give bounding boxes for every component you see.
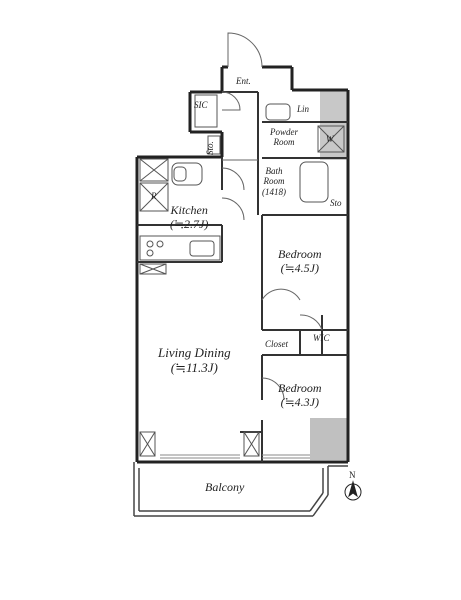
kitchen-cabinet bbox=[139, 263, 167, 275]
bath-room-size: (1418) bbox=[262, 186, 286, 197]
bath-room-name-2: Room bbox=[263, 176, 285, 187]
sic-storage bbox=[194, 94, 218, 128]
left-storage bbox=[207, 135, 221, 155]
bedroom1-label: Bedroom (≒4.5J) bbox=[278, 247, 322, 276]
stove-burner-2 bbox=[156, 240, 164, 248]
bedroom1-area: (≒4.5J) bbox=[280, 260, 319, 275]
closet-label: Closet bbox=[265, 339, 289, 349]
bedroom2-label: Bedroom (≒4.3J) bbox=[278, 381, 322, 410]
bedroom2-door bbox=[261, 377, 285, 401]
corner-shaft bbox=[310, 418, 348, 460]
kitchen-counter bbox=[139, 235, 221, 261]
living-dining-area: (≒11.3J) bbox=[170, 359, 218, 375]
sic-door bbox=[221, 91, 241, 111]
storage-left-label: Sto. bbox=[205, 141, 215, 155]
washbasin bbox=[265, 103, 291, 121]
kitchen-label: Kitchen (≒2.7J) bbox=[170, 203, 209, 232]
bedroom1-name: Bedroom bbox=[278, 247, 322, 261]
stove-burner-1 bbox=[146, 240, 154, 248]
entry-door bbox=[227, 32, 263, 68]
sic-label: SIC bbox=[194, 100, 208, 110]
powder-room-label: Powder Room bbox=[270, 127, 298, 148]
washer-label: W bbox=[326, 134, 334, 144]
living-dining-label: Living Dining (≒11.3J) bbox=[158, 345, 231, 376]
bedroom2-area: (≒4.3J) bbox=[280, 394, 319, 409]
linen-label: Lin bbox=[297, 104, 310, 114]
bedroom2-name: Bedroom bbox=[278, 381, 322, 395]
hall-door bbox=[221, 197, 245, 221]
living-ac-box-right bbox=[243, 431, 260, 457]
storage-cabinet-top bbox=[139, 158, 169, 182]
north-arrow-icon bbox=[344, 480, 362, 501]
bath-room-label: Bath Room (1418) bbox=[262, 166, 286, 197]
kitchen-area: (≒2.7J) bbox=[170, 216, 209, 231]
wic-label: WIC bbox=[313, 333, 330, 343]
stove-burner-3 bbox=[146, 249, 154, 257]
north-label: N bbox=[349, 470, 356, 480]
powder-room-name: Powder bbox=[270, 127, 298, 137]
washer-box bbox=[317, 125, 345, 153]
bedroom1-door bbox=[261, 288, 301, 301]
kitchen-sink bbox=[189, 240, 215, 257]
refrigerator-label: R bbox=[151, 191, 157, 201]
refrigerator-box bbox=[139, 182, 169, 212]
bath-room-name: Bath bbox=[265, 166, 283, 176]
kitchen-name: Kitchen bbox=[170, 203, 208, 217]
wic-door bbox=[299, 314, 323, 331]
living-dining-name: Living Dining bbox=[158, 345, 231, 360]
toilet bbox=[171, 162, 203, 186]
toilet-door bbox=[221, 167, 245, 191]
balcony-label: Balcony bbox=[205, 480, 245, 494]
entrance-label: Ent. bbox=[236, 76, 251, 86]
living-ac-box-left bbox=[139, 431, 156, 457]
powder-room-name-2: Room bbox=[273, 137, 295, 148]
bathtub bbox=[299, 161, 329, 203]
storage-right-label: Sto bbox=[330, 198, 342, 208]
